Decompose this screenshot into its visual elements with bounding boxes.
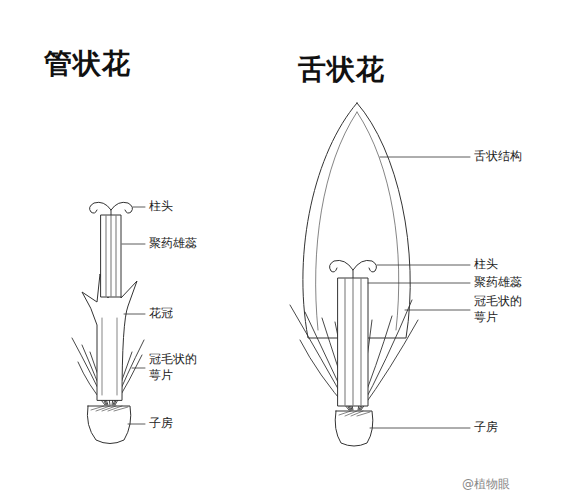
leader-lines [122,207,145,424]
part-label: 子房 [474,420,498,436]
part-label: 花冠 [149,306,173,322]
stigma [330,260,377,278]
ovary [87,406,130,444]
watermark: @植物眼 [462,477,510,493]
part-label: 子房 [149,416,173,432]
anther-tube [101,215,121,297]
section-title: 舌状花 [298,52,385,88]
part-label: 柱头 [474,257,498,273]
part-label: 柱头 [149,199,173,215]
part-label: 聚药雄蕊 [474,275,522,291]
part-label: 聚药雄蕊 [149,236,197,252]
ligulate-flower [290,103,470,446]
ovary [335,411,373,446]
part-label: 冠毛状的萼片 [474,294,523,325]
section-title: 管状花 [44,46,131,82]
leader-lines [368,157,470,428]
anther-tube [338,278,368,406]
tubular-flower [72,202,145,443]
stigma [90,202,133,215]
part-label: 冠毛状的萼片 [149,352,198,383]
part-label: 舌状结构 [474,149,522,165]
